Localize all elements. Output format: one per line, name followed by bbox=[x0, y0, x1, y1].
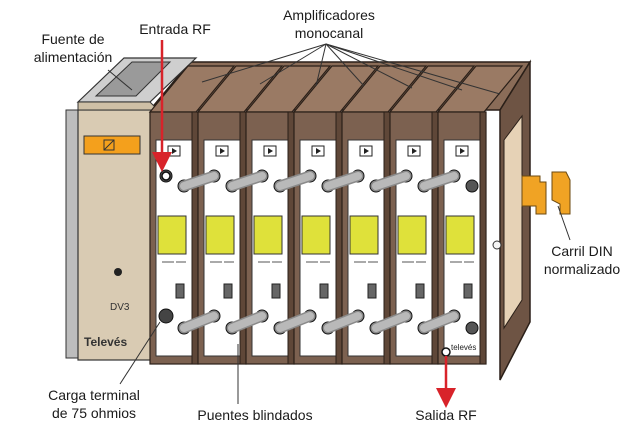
module-yellow-panel bbox=[253, 215, 283, 255]
power-supply: DV3 Televés bbox=[65, 57, 198, 361]
terminal-load-label: Carga terminal de 75 ohmios bbox=[34, 386, 154, 422]
module-switch bbox=[415, 283, 425, 299]
module-play-glyph bbox=[268, 148, 273, 154]
module-yellow-panel bbox=[301, 215, 331, 255]
shielded-bridge-bottom-fill bbox=[276, 312, 314, 332]
shielded-bridge-bottom-fill bbox=[372, 312, 410, 332]
rf-arrows bbox=[152, 40, 456, 408]
module-switch bbox=[223, 283, 233, 299]
module-play-glyph bbox=[412, 148, 417, 154]
shielded-bridge-top-fill bbox=[180, 172, 218, 190]
module-yellow-panel bbox=[445, 215, 475, 255]
module-switch bbox=[271, 283, 281, 299]
terminal-load-label-line1: Carga terminal bbox=[48, 387, 140, 403]
module-switch bbox=[463, 283, 473, 299]
power-supply-label-line2: alimentación bbox=[33, 49, 113, 65]
module-brand-text: televés bbox=[451, 343, 476, 352]
din-rail-clips bbox=[521, 171, 571, 215]
amplifier-module bbox=[340, 65, 428, 365]
module-side bbox=[479, 111, 487, 365]
terminal-load-label-line2: de 75 ohmios bbox=[51, 405, 137, 421]
module-play-glyph bbox=[172, 148, 177, 154]
module-play-glyph bbox=[460, 148, 465, 154]
module-play-glyph bbox=[364, 148, 369, 154]
terminal-load bbox=[158, 308, 174, 324]
rf-input-port bbox=[161, 171, 171, 181]
module-yellow-panel bbox=[205, 215, 235, 255]
module-yellow-panel bbox=[349, 215, 379, 255]
amplifiers-label: Amplificadores monocanal bbox=[266, 6, 392, 42]
module-connector-out bbox=[465, 179, 479, 193]
rf-input-label: Entrada RF bbox=[139, 21, 211, 37]
module-switch bbox=[319, 283, 329, 299]
shielded-bridges-label: Puentes blindados bbox=[197, 407, 313, 423]
din-rail-label: Carril DIN normalizado bbox=[530, 242, 634, 278]
module-yellow-panel bbox=[397, 215, 427, 255]
amplifiers-label-line2: monocanal bbox=[294, 25, 364, 41]
rf-output-label: Salida RF bbox=[415, 407, 477, 423]
shielded-bridge-top-fill bbox=[372, 172, 410, 190]
din-rail-label-line2: normalizado bbox=[543, 261, 621, 277]
shielded-bridge-bottom-fill bbox=[324, 312, 362, 332]
shielded-bridge-top-fill bbox=[324, 172, 362, 190]
amplifiers-label-line1: Amplificadores bbox=[283, 7, 375, 23]
module-switch bbox=[175, 283, 185, 299]
rf-output-port bbox=[441, 347, 451, 357]
module-yellow-panel bbox=[157, 215, 187, 255]
leader-lines bbox=[107, 43, 571, 404]
shielded-bridge-top-fill bbox=[276, 172, 314, 190]
amplifier-modules: televés bbox=[148, 65, 524, 365]
module-connector-out-bottom bbox=[465, 321, 479, 335]
psu-model-text: DV3 bbox=[110, 302, 130, 313]
shielded-bridge-top-fill bbox=[420, 172, 458, 190]
shielded-bridge-bottom-fill bbox=[420, 312, 458, 332]
psu-brand-text: Televés bbox=[84, 335, 127, 349]
din-rail-label-line1: Carril DIN bbox=[551, 243, 613, 259]
power-supply-label-line1: Fuente de bbox=[41, 31, 105, 47]
module-play-glyph bbox=[220, 148, 225, 154]
power-supply-label: Fuente de alimentación bbox=[14, 30, 132, 66]
shielded-bridge-bottom-fill bbox=[180, 312, 218, 332]
module-switch bbox=[367, 283, 377, 299]
shielded-bridge-bottom-fill bbox=[228, 312, 266, 332]
module-play-glyph bbox=[316, 148, 321, 154]
shielded-bridge-top-fill bbox=[228, 172, 266, 190]
